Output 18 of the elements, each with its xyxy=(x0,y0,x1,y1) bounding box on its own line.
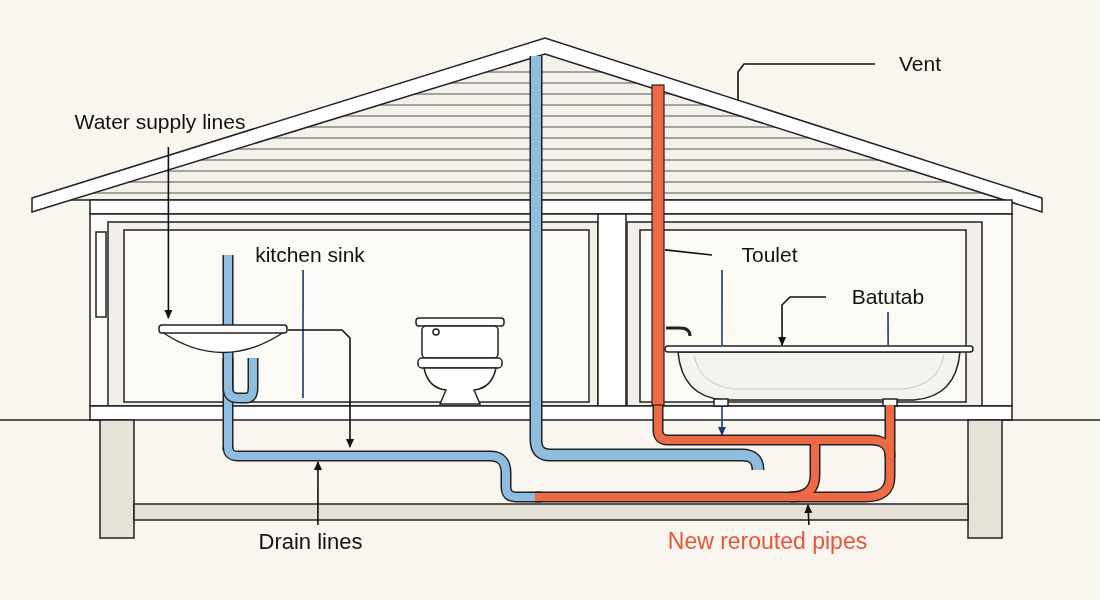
leader-line xyxy=(721,269,723,346)
arrow xyxy=(718,406,726,436)
callout-label: Toulet xyxy=(741,242,798,269)
callout-label: Batutab xyxy=(851,284,925,311)
callout-label: Water supply lines xyxy=(74,108,246,134)
callout-label: Drain lines xyxy=(258,527,363,556)
leader-line xyxy=(737,63,876,101)
callout-label: Vent xyxy=(898,51,941,78)
arrow xyxy=(287,329,354,448)
leader-line xyxy=(664,249,713,256)
arrow xyxy=(804,504,813,526)
leader-line xyxy=(887,311,889,346)
arrow xyxy=(164,146,173,319)
arrow xyxy=(778,296,827,346)
callout-label: New rerouted pipes xyxy=(667,526,868,556)
callout-label: kitchen sink xyxy=(255,242,365,269)
leader-line xyxy=(302,269,304,399)
arrow xyxy=(314,461,322,526)
